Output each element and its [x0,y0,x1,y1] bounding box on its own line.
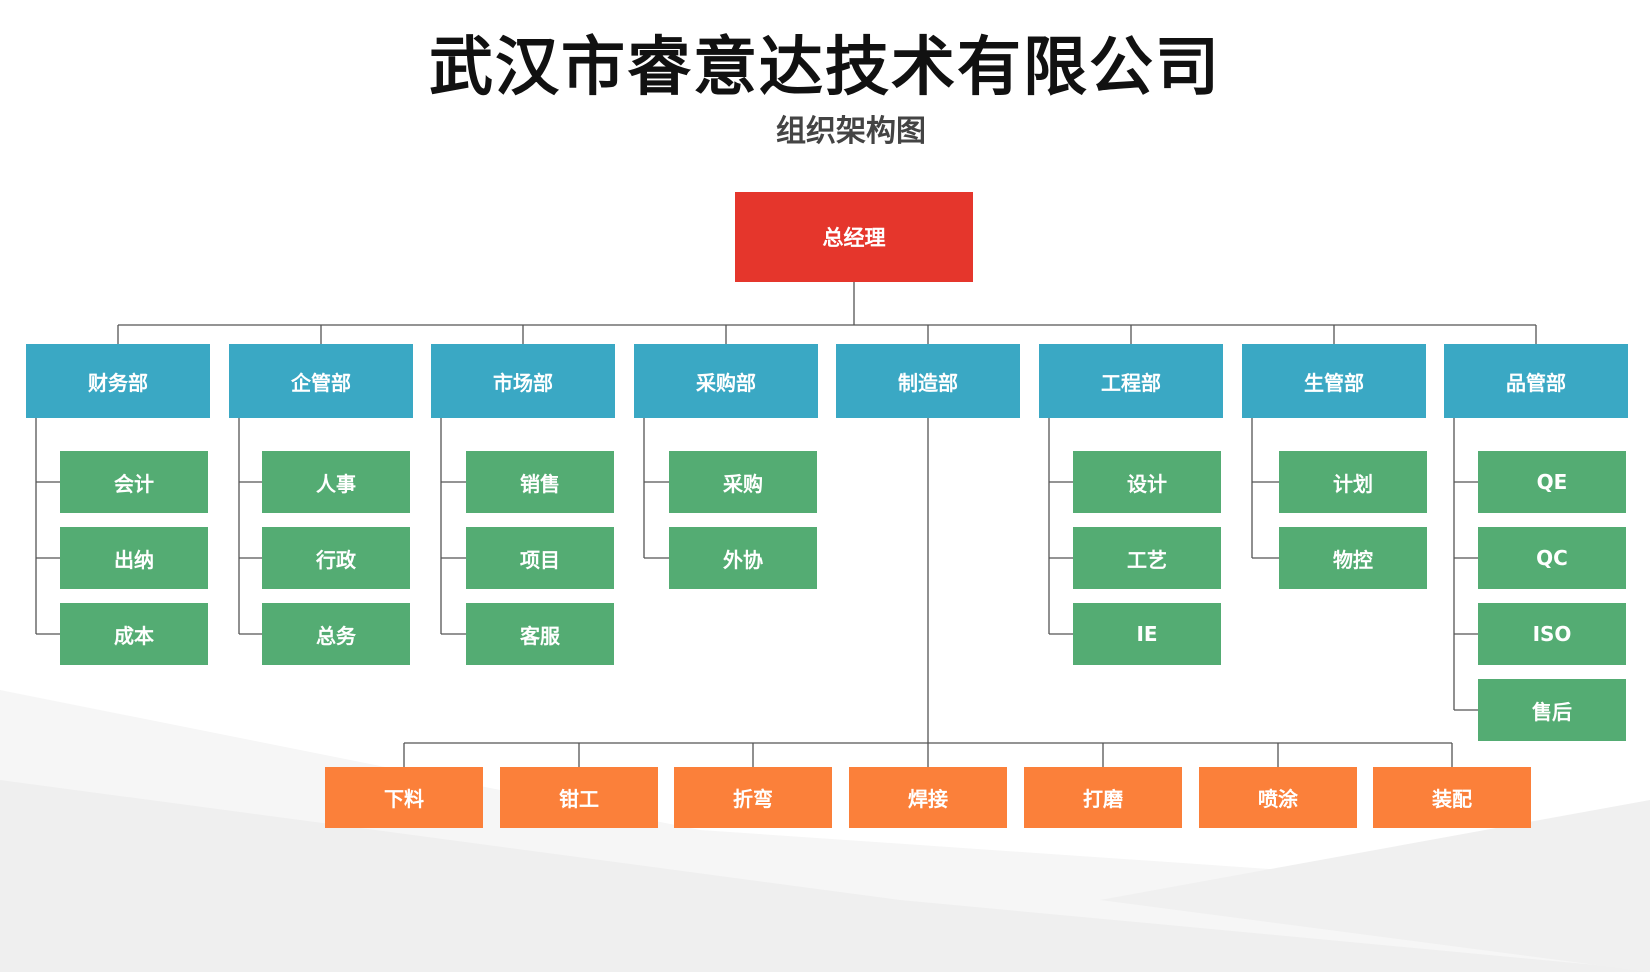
department-node: 企管部 [229,344,413,418]
department-node: 生管部 [1242,344,1426,418]
sub-unit-node: ISO [1478,603,1626,665]
manufacturing-unit-node: 喷涂 [1199,767,1357,828]
sub-unit-node: QC [1478,527,1626,589]
root-node-general-manager: 总经理 [735,192,973,282]
sub-unit-node: 出纳 [60,527,208,589]
sub-unit-node: 成本 [60,603,208,665]
manufacturing-unit-node: 打磨 [1024,767,1182,828]
sub-unit-node: 采购 [669,451,817,513]
sub-unit-node: 计划 [1279,451,1427,513]
sub-unit-node: 外协 [669,527,817,589]
sub-unit-node: 项目 [466,527,614,589]
sub-unit-node: 客服 [466,603,614,665]
manufacturing-unit-node: 装配 [1373,767,1531,828]
department-node: 财务部 [26,344,210,418]
sub-unit-node: 设计 [1073,451,1221,513]
department-node: 制造部 [836,344,1020,418]
sub-unit-node: 行政 [262,527,410,589]
sub-unit-node: 总务 [262,603,410,665]
manufacturing-unit-node: 折弯 [674,767,832,828]
department-node: 品管部 [1444,344,1628,418]
sub-unit-node: 人事 [262,451,410,513]
manufacturing-unit-node: 下料 [325,767,483,828]
department-node: 工程部 [1039,344,1223,418]
sub-unit-node: 会计 [60,451,208,513]
sub-unit-node: QE [1478,451,1626,513]
sub-unit-node: IE [1073,603,1221,665]
sub-unit-node: 售后 [1478,679,1626,741]
chart-subtitle: 组织架构图 [776,114,926,149]
manufacturing-unit-node: 钳工 [500,767,658,828]
sub-unit-node: 销售 [466,451,614,513]
department-node: 采购部 [634,344,818,418]
sub-unit-node: 工艺 [1073,527,1221,589]
company-title: 武汉市睿意达技术有限公司 [429,31,1221,105]
manufacturing-unit-node: 焊接 [849,767,1007,828]
sub-unit-node: 物控 [1279,527,1427,589]
department-node: 市场部 [431,344,615,418]
